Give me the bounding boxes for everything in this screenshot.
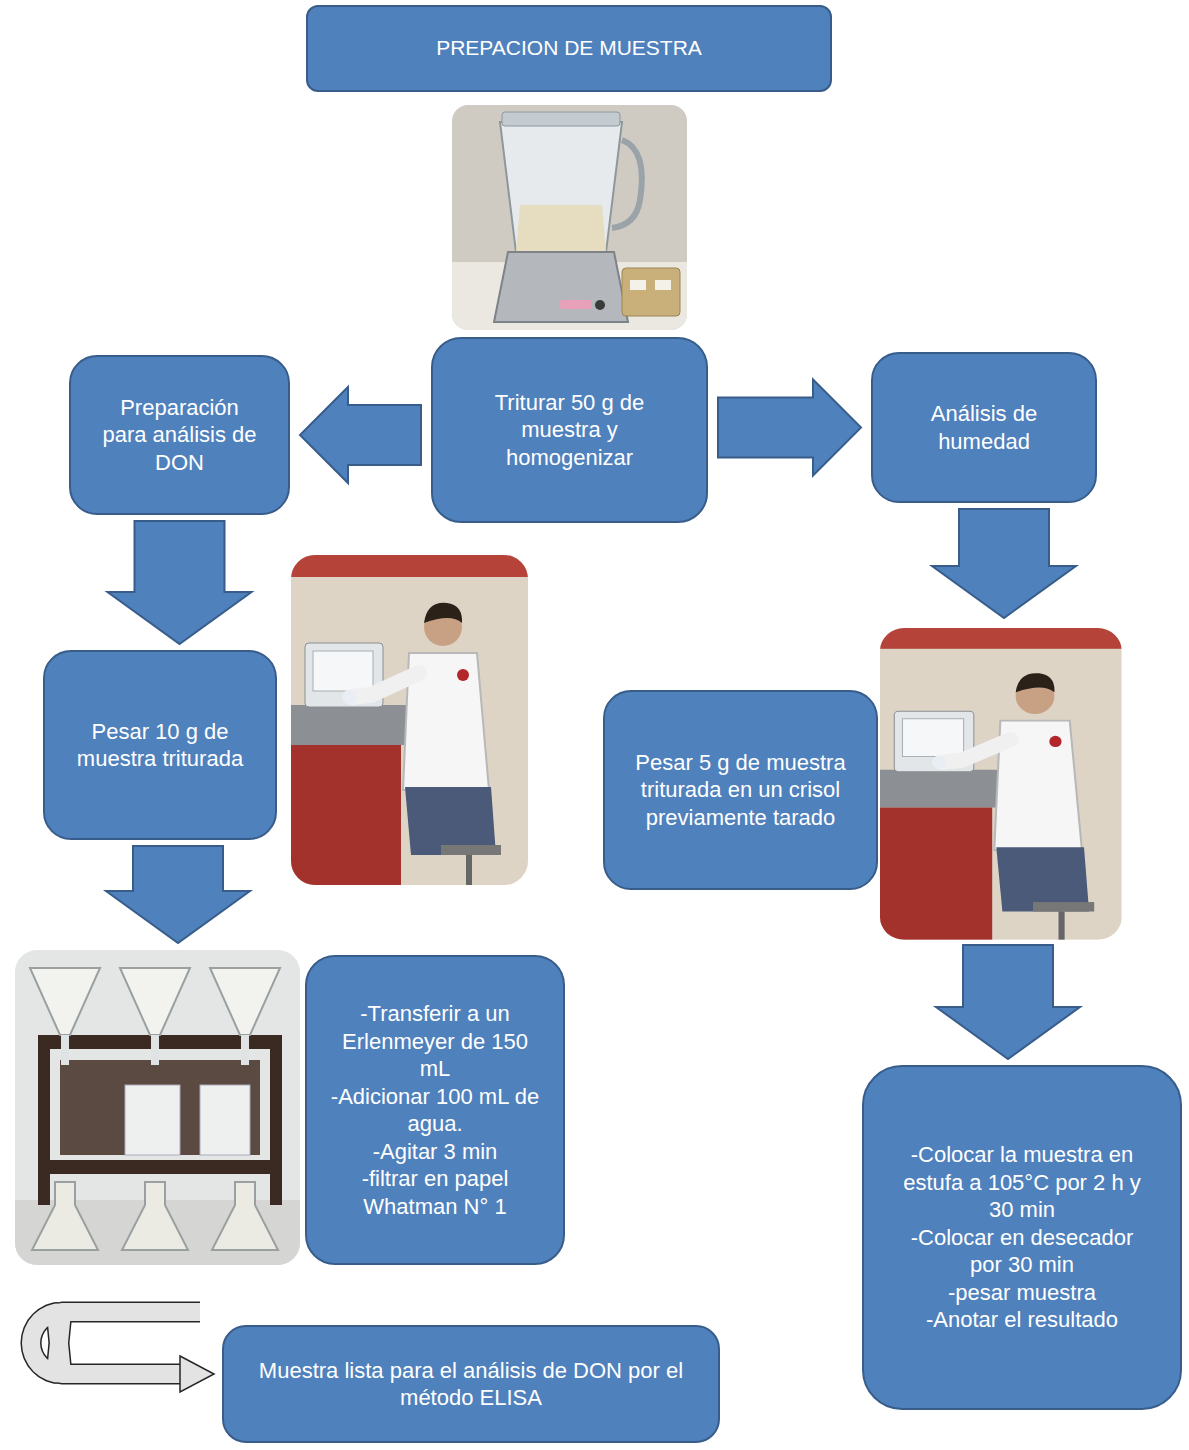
grain-bags	[622, 268, 680, 316]
node-text: PREPACION DE MUESTRA	[436, 35, 702, 61]
arrow-shape	[108, 521, 252, 644]
balance-chamber	[313, 651, 373, 691]
process-box: Análisis de humedad	[871, 352, 1097, 503]
bench-cabinet	[291, 745, 401, 885]
block-arrow	[300, 387, 421, 483]
jar-handle	[612, 140, 642, 228]
node-text: -Agitar 3 min	[373, 1138, 498, 1166]
weighing-photo	[880, 628, 1122, 940]
speed-knob	[595, 300, 605, 310]
node-text: Muestra lista para el análisis de DON po…	[244, 1357, 698, 1412]
arrow-head	[180, 1356, 214, 1392]
process-box: Pesar 10 g de muestra triturada	[43, 650, 277, 840]
beaker	[200, 1085, 250, 1155]
blender-photo	[452, 105, 687, 330]
arrow-shape	[718, 380, 861, 476]
stool-leg	[1059, 912, 1065, 940]
heading-box: PREPACION DE MUESTRA	[306, 5, 832, 92]
coat-badge	[457, 669, 469, 681]
erlenmeyer-flask	[212, 1182, 278, 1250]
rack-post	[270, 1035, 282, 1205]
weighing-photo	[291, 555, 528, 885]
jeans	[996, 847, 1089, 911]
funnel	[210, 968, 280, 1035]
node-text: Pesar 10 g de muestra triturada	[69, 718, 251, 773]
photo-background	[452, 105, 687, 330]
erlenmeyer-flask	[32, 1182, 98, 1250]
process-box: Preparación para análisis de DON	[69, 355, 290, 515]
rack-back	[60, 1060, 260, 1155]
photo-background	[880, 628, 1122, 940]
coat-badge	[1049, 736, 1061, 747]
blender-lid	[502, 112, 620, 126]
block-arrow	[932, 509, 1076, 618]
arrow-shape	[106, 846, 250, 943]
bag-tag	[630, 280, 646, 290]
rack-shelf	[38, 1160, 282, 1174]
node-text: Triturar 50 g de muestra y homogenizar	[459, 389, 680, 472]
node-text: Pesar 5 g de muestra triturada en un cri…	[621, 749, 860, 832]
filtration-photo	[15, 950, 300, 1265]
node-text: -Adicionar 100 mL de agua.	[325, 1083, 545, 1138]
funnel-stem	[61, 1035, 69, 1065]
hair	[424, 603, 462, 623]
arrow-band	[31, 1312, 200, 1374]
node-text: -Anotar el resultado	[926, 1306, 1118, 1334]
block-arrow	[936, 945, 1080, 1059]
process-box: Triturar 50 g de muestra y homogenizar	[431, 337, 708, 523]
gloved-hand	[932, 756, 946, 769]
node-text: -Transferir a un Erlenmeyer de 150 mL	[325, 1000, 545, 1083]
node-text: -filtrar en papel Whatman N° 1	[325, 1165, 545, 1220]
funnel-stem	[241, 1035, 249, 1065]
stool	[441, 845, 501, 855]
bag-tag	[655, 280, 671, 290]
curved-arrow	[31, 1312, 214, 1392]
result-box: Muestra lista para el análisis de DON po…	[222, 1325, 720, 1443]
arrow-outline	[31, 1312, 200, 1374]
arrow-shape	[936, 945, 1080, 1059]
process-box: Pesar 5 g de muestra triturada en un cri…	[603, 690, 878, 890]
photo-background	[291, 555, 528, 885]
gloved-hand	[342, 690, 356, 704]
process-box: -Colocar la muestra en estufa a 105°C po…	[862, 1065, 1182, 1410]
process-box: -Transferir a un Erlenmeyer de 150 mL-Ad…	[305, 955, 565, 1265]
rack-post	[38, 1035, 50, 1205]
blender-jar	[500, 122, 622, 252]
stool-leg	[466, 855, 472, 885]
photo-background	[15, 950, 300, 1265]
block-arrow	[108, 521, 252, 644]
beaker	[125, 1085, 180, 1155]
wall-band	[291, 555, 528, 577]
lab-bench	[880, 770, 1002, 808]
block-arrow	[718, 380, 861, 476]
arrow-shape	[932, 509, 1076, 618]
node-text: Análisis de humedad	[897, 400, 1071, 455]
funnel-stem	[151, 1035, 159, 1065]
node-text: -Colocar en desecador por 30 min	[898, 1224, 1146, 1279]
ground-sample	[516, 205, 606, 252]
arm	[941, 740, 1010, 763]
jeans	[405, 787, 496, 855]
bench-cabinet	[880, 808, 992, 940]
node-text: -pesar muestra	[948, 1279, 1096, 1307]
hair	[1016, 673, 1055, 692]
lab-bench	[291, 705, 411, 745]
funnel	[30, 968, 100, 1035]
wall-band	[880, 628, 1122, 649]
stool	[1033, 902, 1094, 911]
arm	[351, 673, 419, 697]
erlenmeyer-flask	[122, 1182, 188, 1250]
node-text: Preparación para análisis de DON	[97, 394, 262, 477]
speed-label	[560, 300, 592, 309]
blender-base	[494, 252, 628, 322]
balance-chamber	[902, 719, 963, 757]
block-arrow	[106, 846, 250, 943]
node-text: -Colocar la muestra en estufa a 105°C po…	[898, 1141, 1146, 1224]
arrow-shape	[300, 387, 421, 483]
funnel	[120, 968, 190, 1035]
